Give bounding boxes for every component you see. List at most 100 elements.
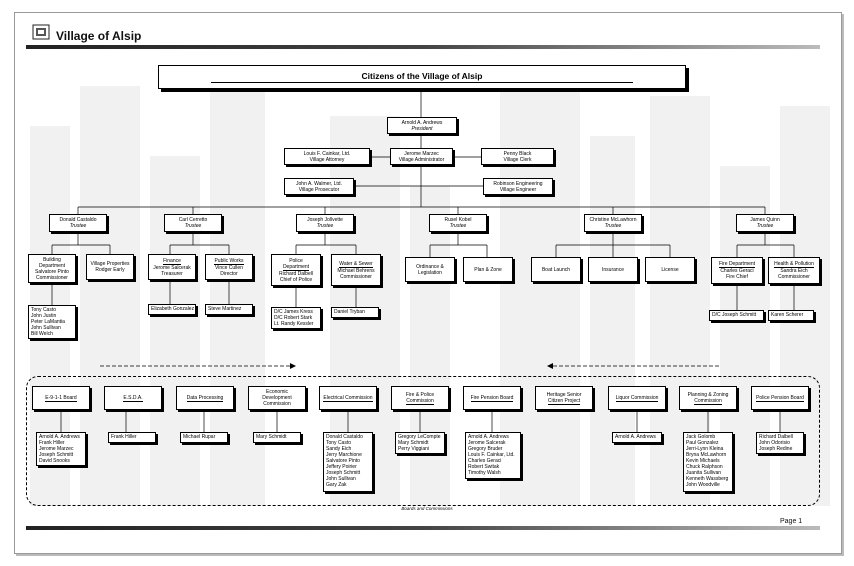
board-member: Timothy Walsh xyxy=(468,470,501,476)
trustee-role: Trustee xyxy=(184,223,202,229)
page-number: Page 1 xyxy=(780,518,803,525)
board-member: Jerri-Lynn Kleina xyxy=(686,446,724,452)
village-engineer-box: Robinson Engineering Village Engineer xyxy=(483,178,553,195)
fire-department-box: Fire Department Charles Geraci Fire Chie… xyxy=(711,257,763,284)
president-box: Arnold A. Andrews President xyxy=(387,117,457,134)
board-label: Commission xyxy=(406,397,434,405)
dept-line: Rodger Early xyxy=(95,267,125,273)
board-label: Fire & Police xyxy=(405,391,435,398)
board-member: Michael Rupar xyxy=(183,434,216,440)
attorney-role: Village Attorney xyxy=(309,156,345,163)
ordinance-legislation-box: Ordinance & Legislation xyxy=(405,257,455,282)
water-sewer-box: Water & Sewer Michael Behrens Commission… xyxy=(331,254,381,286)
board-member: Juanita Sullivan xyxy=(686,470,722,476)
board-member: Richard Dalbell xyxy=(759,434,793,440)
board-member: Jerome Salcerak xyxy=(468,440,506,446)
dept-line: Sandra Eich xyxy=(780,268,808,274)
plan-zone-box: Plan & Zone xyxy=(463,257,513,282)
staff-member: Elizabeth Gonzalez xyxy=(151,306,195,312)
dept-line: Insurance xyxy=(602,266,624,273)
board-members-list: Michael Rupar xyxy=(180,432,228,443)
staff-member: Daniel Tryban xyxy=(334,309,365,315)
board-member: Gregory LeCompte xyxy=(398,434,441,440)
board-box: Fire Pension Board xyxy=(463,386,521,410)
board-member: Joseph Redine xyxy=(759,446,793,452)
boards-commissions-group xyxy=(26,376,820,506)
police-department-box: Police Department Richard Dalbell Chief … xyxy=(271,254,321,286)
village-prosecutor-box: John A. Walmer, Ltd. Village Prosecutor xyxy=(284,178,354,195)
village-properties-box: Village Properties Rodger Early xyxy=(86,254,134,280)
trustee-name: James Quinn xyxy=(750,217,780,223)
water-staff-list: Daniel Tryban xyxy=(331,307,379,318)
dept-line: Director xyxy=(220,270,238,277)
board-box: Planning & Zoning Commission xyxy=(679,386,737,410)
staff-member: Steve Martinez xyxy=(208,306,242,312)
board-box: E.S.D.A. xyxy=(104,386,162,410)
trustee-role: Trustee xyxy=(316,223,334,229)
dept-line: Village Properties xyxy=(90,261,130,267)
prosecutor-name: John A. Walmer, Ltd. xyxy=(296,180,342,187)
board-member: Perry Viggiani xyxy=(398,446,430,452)
police-staff-list: D/C James Kress D/C Robert Stark Lt. Ran… xyxy=(271,307,321,329)
board-member: Joseph Schmitt xyxy=(39,452,74,458)
prosecutor-role: Village Prosecutor xyxy=(298,186,340,193)
trustee-name: Carl Cerretto xyxy=(178,217,208,223)
trustee-box: Donald Castaldo Trustee xyxy=(49,214,107,232)
dept-line: Building xyxy=(43,256,61,263)
board-label: Planning & Zoning xyxy=(687,391,729,398)
dept-line: Jerome Salcerak xyxy=(153,264,191,271)
building-staff-list: Tony Casto John Justin Peter LaMantia Jo… xyxy=(28,305,76,339)
staff-member: Peter LaMantia xyxy=(31,319,65,325)
board-members-list: Jack Golomb Paul Gonzalez Jerri-Lynn Kle… xyxy=(683,432,733,492)
dept-line: Water & Sewer xyxy=(339,260,373,268)
citizens-banner: Citizens of the Village of Alsip xyxy=(158,65,686,89)
dept-line: Commissioner xyxy=(36,274,68,281)
staff-member: Tony Casto xyxy=(31,307,57,313)
staff-member: Bill Welch xyxy=(31,331,53,337)
license-box: License xyxy=(645,257,695,282)
engineer-name: Robinson Engineering xyxy=(493,180,543,187)
dept-line: Chief of Police xyxy=(279,276,313,283)
board-members-list: Frank Hiller xyxy=(108,432,156,443)
staff-member: Karen Scherer xyxy=(771,312,804,318)
clerk-name: Penny Black xyxy=(503,150,532,157)
staff-member: D/C Robert Stark xyxy=(274,315,313,321)
administrator-role: Village Administrator xyxy=(398,156,445,163)
board-members-list: Arnold A. Andrews Frank Hiller Jerome Ma… xyxy=(36,432,86,466)
trustee-name: Christine McLawhorn xyxy=(589,217,637,223)
page-title: Village of Alsip xyxy=(56,29,142,43)
dept-line: Vince Cullen xyxy=(215,264,243,271)
board-label: Citizen Project xyxy=(547,397,581,405)
village-administrator-box: Jerome Marzec Village Administrator xyxy=(390,148,453,165)
board-box: Heritage Senior Citizen Project xyxy=(535,386,593,410)
footer-rule xyxy=(26,526,820,530)
board-member: Kevin Michaels xyxy=(686,458,720,464)
board-member: Joseph Schmitt xyxy=(326,470,361,476)
trustee-name: Joseph Jollvette xyxy=(307,217,343,223)
boat-launch-box: Boat Launch xyxy=(531,257,581,282)
trustee-role: Trustee xyxy=(449,223,467,229)
banner-label: Citizens of the Village of Alsip xyxy=(361,71,483,81)
board-label: Heritage Senior xyxy=(546,391,582,398)
board-member: Arnold A. Andrews xyxy=(615,434,656,440)
board-members-list: Mary Schmidt xyxy=(253,432,301,443)
dept-line: Department xyxy=(282,263,310,271)
finance-staff-list: Elizabeth Gonzalez xyxy=(148,304,196,315)
dept-line: Richard Dalbell xyxy=(279,270,313,277)
board-member: Chuck Ralphson xyxy=(686,464,723,470)
attorney-name: Louis F. Cainkar, Ltd. xyxy=(303,150,351,157)
dept-line: Fire Department xyxy=(718,261,756,268)
trustee-role: Trustee xyxy=(756,223,774,229)
clerk-role: Village Clerk xyxy=(503,156,532,163)
dept-line: Charles Geraci xyxy=(720,268,754,274)
board-member: Donald Castaldo xyxy=(326,434,363,440)
board-member: Gregory Bruder xyxy=(468,446,503,452)
staff-member: John Justin xyxy=(31,313,57,319)
board-box: Fire & Police Commission xyxy=(391,386,449,410)
board-box: Data Processing xyxy=(176,386,234,410)
public-works-box: Public Works Vince Cullen Director xyxy=(205,254,253,280)
trustee-box: Christine McLawhorn Trustee xyxy=(584,214,642,232)
board-members-list: Arnold A. Andrews xyxy=(612,432,662,443)
board-members-list: Arnold A. Andrews Jerome Salcerak Gregor… xyxy=(465,432,521,479)
